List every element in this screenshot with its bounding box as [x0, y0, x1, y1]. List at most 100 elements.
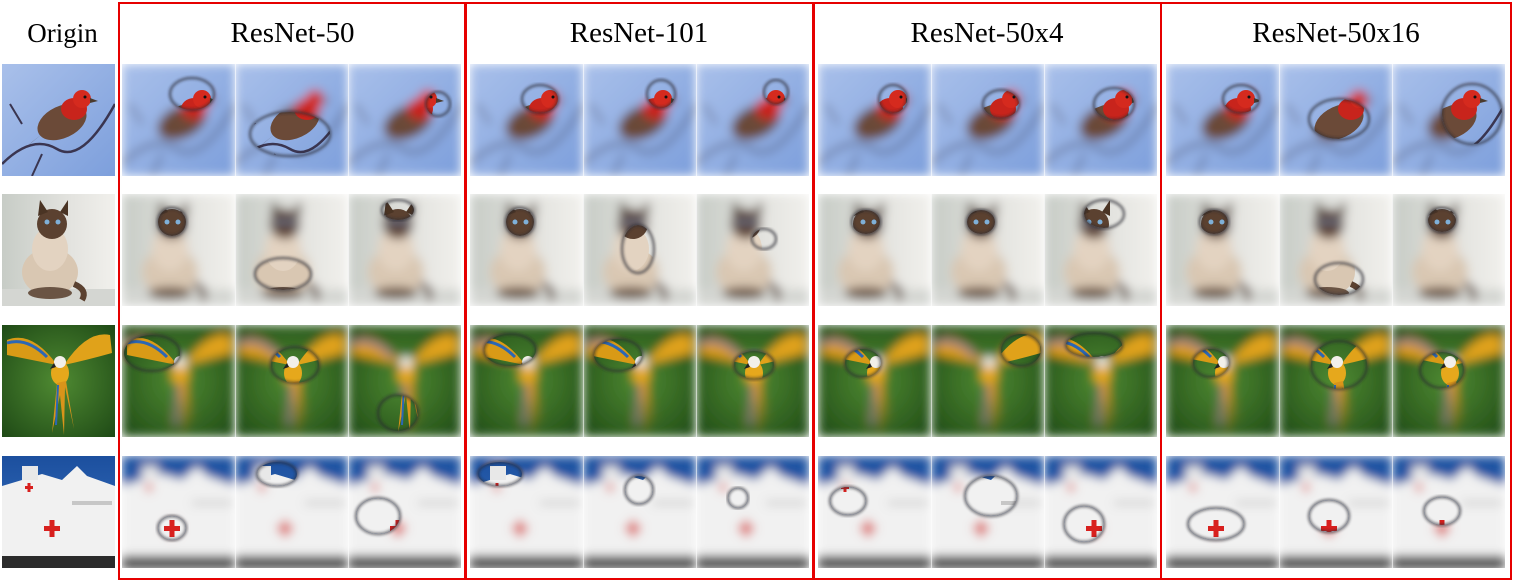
group-header-resnet-50x16: ResNet-50x16 — [1252, 17, 1420, 49]
tile-divider — [1044, 456, 1045, 568]
heatmap-cat-g0-c1 — [235, 194, 348, 306]
bird-icon — [1279, 64, 1392, 176]
bird-icon — [122, 64, 235, 176]
heatmap-parrot-g0-c2 — [348, 325, 461, 437]
heatmap-parrot-g1-c0 — [470, 325, 583, 437]
bird-icon — [470, 64, 583, 176]
heatmap-bird-g3-c2 — [1392, 64, 1505, 176]
cat-icon — [1044, 194, 1157, 306]
parrot-icon — [235, 325, 348, 437]
bird-icon — [1166, 64, 1279, 176]
bird-icon — [348, 64, 461, 176]
cat-icon — [348, 194, 461, 306]
tile-divider — [1044, 64, 1045, 176]
heatmap-parrot-g2-c2 — [1044, 325, 1157, 437]
heatmap-ship-g3-c1 — [1279, 456, 1392, 568]
heatmap-parrot-g1-c2 — [696, 325, 809, 437]
heatmap-cat-g2-c2 — [1044, 194, 1157, 306]
heatmap-ship-g1-c0 — [470, 456, 583, 568]
tile-divider — [931, 456, 932, 568]
heatmap-ship-g3-c2 — [1392, 456, 1505, 568]
heatmap-parrot-g3-c1 — [1279, 325, 1392, 437]
heatmap-ship-g0-c0 — [122, 456, 235, 568]
tile-divider — [696, 194, 697, 306]
origin-image-bird — [2, 64, 115, 176]
heatmap-parrot-g1-c1 — [583, 325, 696, 437]
parrot-icon — [2, 325, 115, 437]
origin-image-ship — [2, 456, 115, 568]
heatmap-cat-g1-c0 — [470, 194, 583, 306]
ship-icon — [931, 456, 1044, 568]
heatmap-bird-g1-c2 — [696, 64, 809, 176]
tile-divider — [1392, 325, 1393, 437]
heatmap-ship-g0-c2 — [348, 456, 461, 568]
cat-icon — [2, 194, 115, 306]
bird-icon — [2, 64, 115, 176]
bird-icon — [931, 64, 1044, 176]
ship-icon — [122, 456, 235, 568]
heatmap-cat-g3-c0 — [1166, 194, 1279, 306]
ship-icon — [1392, 456, 1505, 568]
cat-icon — [1392, 194, 1505, 306]
ship-icon — [2, 456, 115, 568]
bird-icon — [1044, 64, 1157, 176]
tile-divider — [1392, 194, 1393, 306]
tile-divider — [1392, 64, 1393, 176]
heatmap-parrot-g0-c0 — [122, 325, 235, 437]
parrot-icon — [696, 325, 809, 437]
tile-divider — [931, 194, 932, 306]
group-header-resnet-50: ResNet-50 — [230, 17, 355, 49]
tile-divider — [1279, 194, 1280, 306]
tile-divider — [1279, 325, 1280, 437]
heatmap-cat-g3-c2 — [1392, 194, 1505, 306]
ship-icon — [1044, 456, 1157, 568]
tile-divider — [1044, 194, 1045, 306]
heatmap-cat-g1-c1 — [583, 194, 696, 306]
cat-icon — [696, 194, 809, 306]
ship-icon — [818, 456, 931, 568]
heatmap-cat-g2-c0 — [818, 194, 931, 306]
tile-divider — [583, 64, 584, 176]
ship-icon — [235, 456, 348, 568]
tile-divider — [931, 325, 932, 437]
heatmap-bird-g1-c0 — [470, 64, 583, 176]
heatmap-bird-g2-c0 — [818, 64, 931, 176]
parrot-icon — [348, 325, 461, 437]
parrot-icon — [931, 325, 1044, 437]
cat-icon — [122, 194, 235, 306]
parrot-icon — [583, 325, 696, 437]
heatmap-bird-g0-c1 — [235, 64, 348, 176]
group-header-resnet-50x4: ResNet-50x4 — [910, 17, 1064, 49]
parrot-icon — [470, 325, 583, 437]
heatmap-parrot-g3-c0 — [1166, 325, 1279, 437]
cat-icon — [470, 194, 583, 306]
bird-icon — [1392, 64, 1505, 176]
heatmap-parrot-g3-c2 — [1392, 325, 1505, 437]
heatmap-bird-g2-c1 — [931, 64, 1044, 176]
bird-icon — [235, 64, 348, 176]
tile-divider — [1279, 64, 1280, 176]
tile-divider — [235, 456, 236, 568]
heatmap-bird-g3-c1 — [1279, 64, 1392, 176]
heatmap-cat-g1-c2 — [696, 194, 809, 306]
parrot-icon — [1279, 325, 1392, 437]
heatmap-cat-g0-c0 — [122, 194, 235, 306]
bird-icon — [583, 64, 696, 176]
heatmap-ship-g2-c1 — [931, 456, 1044, 568]
heatmap-ship-g3-c0 — [1166, 456, 1279, 568]
tile-divider — [696, 325, 697, 437]
origin-image-parrot — [2, 325, 115, 437]
parrot-icon — [122, 325, 235, 437]
tile-divider — [348, 64, 349, 176]
tile-divider — [235, 194, 236, 306]
heatmap-parrot-g0-c1 — [235, 325, 348, 437]
cat-icon — [931, 194, 1044, 306]
cat-icon — [818, 194, 931, 306]
tile-divider — [583, 456, 584, 568]
ship-icon — [348, 456, 461, 568]
tile-divider — [583, 194, 584, 306]
tile-divider — [235, 325, 236, 437]
tile-divider — [348, 325, 349, 437]
tile-divider — [1392, 456, 1393, 568]
ship-icon — [470, 456, 583, 568]
